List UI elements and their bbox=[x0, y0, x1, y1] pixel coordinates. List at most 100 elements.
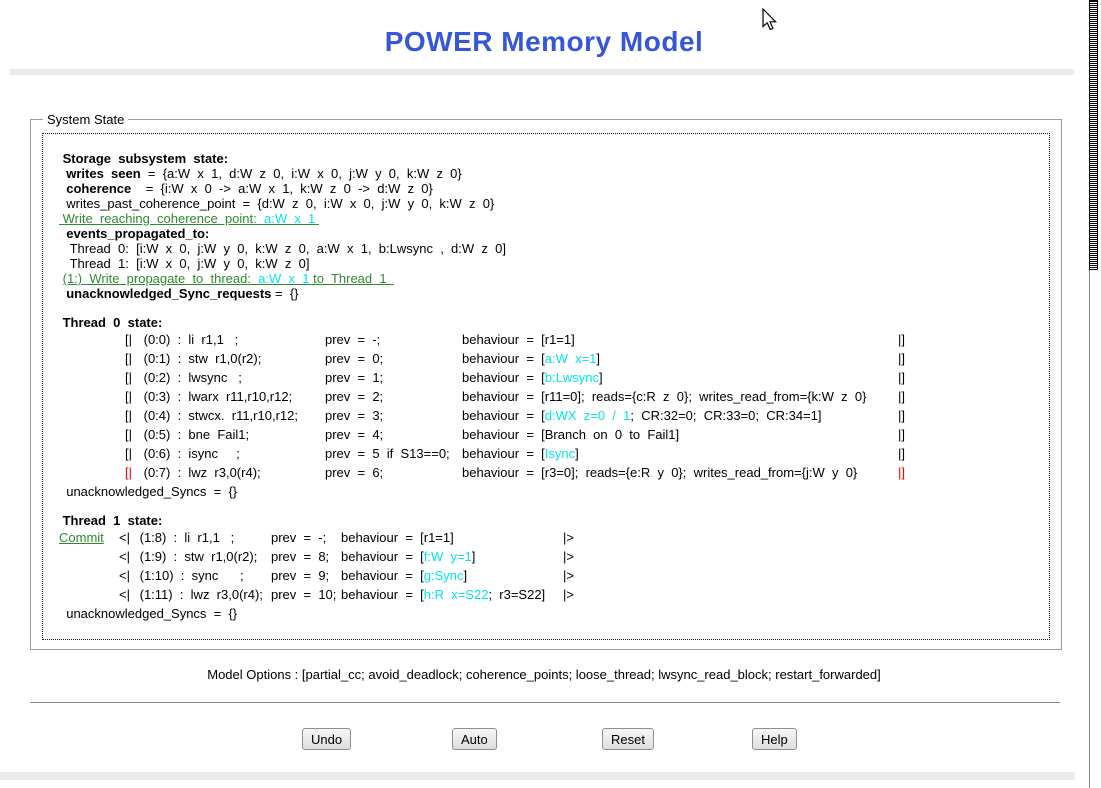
open-bracket: [| bbox=[125, 427, 132, 442]
instruction-row: <| (1:10) : sync ; prev = 9; behaviour = [… bbox=[59, 566, 1039, 585]
prev-field: prev = 5 if S13==0; bbox=[325, 446, 450, 461]
instruction: (0:5) : bne Fail1; bbox=[140, 427, 250, 442]
instruction: (0:4) : stwcx. r11,r10,r12; bbox=[140, 408, 298, 423]
behaviour-text: behaviour = [ bbox=[462, 408, 545, 423]
behaviour-text: behaviour = [ bbox=[462, 351, 545, 366]
behaviour-event: f:W y=1 bbox=[423, 549, 472, 564]
behaviour-text: behaviour = [ bbox=[341, 568, 424, 583]
open-bracket-red: [| bbox=[125, 465, 132, 480]
behaviour-field: behaviour = [r1=1] bbox=[462, 330, 898, 349]
behaviour-rest: ] bbox=[596, 351, 601, 366]
commit-cell: Commit bbox=[59, 528, 119, 547]
vertical-scrollbar[interactable] bbox=[1088, 0, 1101, 788]
open-bracket: <| bbox=[119, 587, 130, 602]
open-bracket: [| bbox=[125, 389, 132, 404]
behaviour-rest: ] bbox=[471, 549, 476, 564]
behaviour-event: b:Lwsync bbox=[544, 370, 599, 385]
behaviour-rest: ; r3=S22] bbox=[488, 587, 546, 602]
system-state-legend: System State bbox=[47, 112, 125, 127]
instruction-row: Commit<| (1:8) : li r1,1 ;prev = -;behav… bbox=[59, 528, 1039, 547]
scrollbar-thumb[interactable] bbox=[1089, 0, 1098, 270]
prev-field: prev = 9; bbox=[271, 568, 330, 583]
behaviour-field: behaviour = [d:WX z=0 / 1; CR:32=0; CR:3… bbox=[462, 406, 898, 425]
close-bracket: |] bbox=[898, 351, 905, 366]
behaviour-text: behaviour = [r1=1] bbox=[462, 332, 575, 347]
write-reaching-coherence-link[interactable]: Write reaching coherence point: a:W x 1 bbox=[59, 211, 319, 226]
instruction-row: [| (0:4) : stwcx. r11,r10,r12;prev = 3;b… bbox=[125, 406, 1039, 425]
open-bracket: <| bbox=[119, 530, 130, 545]
prev-field: prev = 2; bbox=[325, 389, 384, 404]
horizontal-rule bbox=[30, 702, 1060, 704]
instruction-row: [| (0:5) : bne Fail1;prev = 4;behaviour … bbox=[125, 425, 1039, 444]
behaviour-field: behaviour = [r11=0]; reads={c:R z 0}; wr… bbox=[462, 387, 898, 406]
instruction: (1:10) : sync ; bbox=[136, 568, 244, 583]
instruction-row: [| (0:2) : lwsync ;prev = 1;behaviour = … bbox=[125, 368, 1039, 387]
writes-past-coherence-line: writes_past_coherence_point = {d:W z 0, … bbox=[59, 196, 495, 211]
page-header: POWER Memory Model bbox=[0, 0, 1088, 58]
events-propagated-heading: events_propagated_to: bbox=[59, 226, 210, 241]
coherence-line: coherence = {i:W x 0 -> a:W x 1, k:W z 0… bbox=[59, 181, 1039, 196]
open-bracket: [| bbox=[125, 332, 132, 347]
prev-field: prev = 1; bbox=[325, 370, 384, 385]
behaviour-rest: ; CR:32=0; CR:33=0; CR:34=1] bbox=[630, 408, 822, 423]
open-bracket: <| bbox=[119, 568, 130, 583]
thread1-section: Thread 1 state: Commit<| (1:8) : li r1,1… bbox=[59, 513, 1039, 623]
help-button[interactable]: Help bbox=[752, 728, 797, 750]
coherence-value: = {i:W x 0 -> a:W x 1, k:W z 0 -> d:W z … bbox=[131, 181, 433, 196]
commit-link[interactable]: Commit bbox=[59, 530, 104, 545]
behaviour-field: behaviour = [Branch on 0 to Fail1] bbox=[462, 425, 898, 444]
instruction-row: [| (0:0) : li r1,1 ;prev = -;behaviour =… bbox=[125, 330, 1039, 349]
unacknowledged-sync-requests-line: unacknowledged_Sync_requests = {} bbox=[59, 286, 1039, 301]
behaviour-text: behaviour = [ bbox=[462, 370, 545, 385]
writes-seen-label: writes seen bbox=[59, 166, 141, 181]
behaviour-rest: ] bbox=[463, 568, 468, 583]
commit-cell bbox=[59, 585, 119, 604]
prev-field: prev = -; bbox=[271, 530, 327, 545]
instruction-row: [| (0:3) : lwarx r11,r10,r12; prev = 2; be… bbox=[125, 387, 1039, 406]
instruction-row-blocked: [| (0:7) : lwz r3,0(r4); prev = 6; behavio… bbox=[125, 463, 1039, 482]
instruction-row: [| (0:6) : isync ;prev = 5 if S13==0;beh… bbox=[125, 444, 1039, 463]
undo-button[interactable]: Undo bbox=[302, 728, 352, 750]
button-bar: Undo Auto Reset Help bbox=[0, 704, 1088, 756]
open-bracket: [| bbox=[125, 408, 132, 423]
thread1-unacknowledged-syncs: unacknowledged_Syncs = {} bbox=[59, 606, 238, 621]
thread0-heading: Thread 0 state: bbox=[59, 315, 163, 330]
auto-button[interactable]: Auto bbox=[452, 728, 497, 750]
close-bracket: |> bbox=[563, 568, 574, 583]
behaviour-text: behaviour = [ bbox=[341, 549, 424, 564]
write-propagate-link[interactable]: (1:) Write propagate to thread: a:W x 1 … bbox=[63, 271, 394, 286]
unack-sync-requests-value: = {} bbox=[271, 286, 299, 301]
reset-button[interactable]: Reset bbox=[602, 728, 654, 750]
behaviour-text: behaviour = [r3=0]; reads={e:R y 0}; wri… bbox=[462, 465, 858, 480]
instruction: (0:6) : isync ; bbox=[140, 446, 240, 461]
prev-field: prev = 6; bbox=[325, 465, 384, 480]
behaviour-text: behaviour = [ bbox=[341, 587, 424, 602]
close-bracket: |] bbox=[898, 389, 905, 404]
behaviour-text: behaviour = [r1=1] bbox=[341, 530, 454, 545]
instruction: (0:7) : lwz r3,0(r4); bbox=[140, 465, 261, 480]
behaviour-field: behaviour = [g:Sync] bbox=[341, 566, 563, 585]
behaviour-field: behaviour = [f:W y=1] bbox=[341, 547, 563, 566]
write-reaching-text: Write reaching coherence point: bbox=[59, 211, 264, 226]
scrollbar-track[interactable] bbox=[1089, 270, 1090, 788]
close-bracket-red: |] bbox=[898, 465, 905, 480]
open-bracket: [| bbox=[125, 351, 132, 366]
commit-cell bbox=[59, 566, 119, 585]
behaviour-field: behaviour = [b:Lwsync] bbox=[462, 368, 898, 387]
storage-heading: Storage subsystem state: bbox=[59, 151, 229, 166]
behaviour-field: behaviour = [Isync] bbox=[462, 444, 898, 463]
close-bracket: |] bbox=[898, 370, 905, 385]
close-bracket: |> bbox=[563, 549, 574, 564]
close-bracket: |> bbox=[563, 587, 574, 602]
coherence-label: coherence bbox=[59, 181, 132, 196]
instruction: (0:3) : lwarx r11,r10,r12; bbox=[140, 389, 293, 404]
spacer bbox=[59, 301, 1039, 315]
prev-field: prev = 10; bbox=[271, 587, 337, 602]
system-state-box: Storage subsystem state: writes seen = {… bbox=[42, 133, 1050, 640]
close-bracket: |] bbox=[898, 332, 905, 347]
behaviour-event: h:R x=S22 bbox=[423, 587, 489, 602]
write-propagate-text: (1:) Write propagate to thread: bbox=[62, 271, 259, 286]
behaviour-event: Isync bbox=[544, 446, 576, 461]
prev-field: prev = 0; bbox=[325, 351, 384, 366]
behaviour-field: behaviour = [a:W x=1] bbox=[462, 349, 898, 368]
